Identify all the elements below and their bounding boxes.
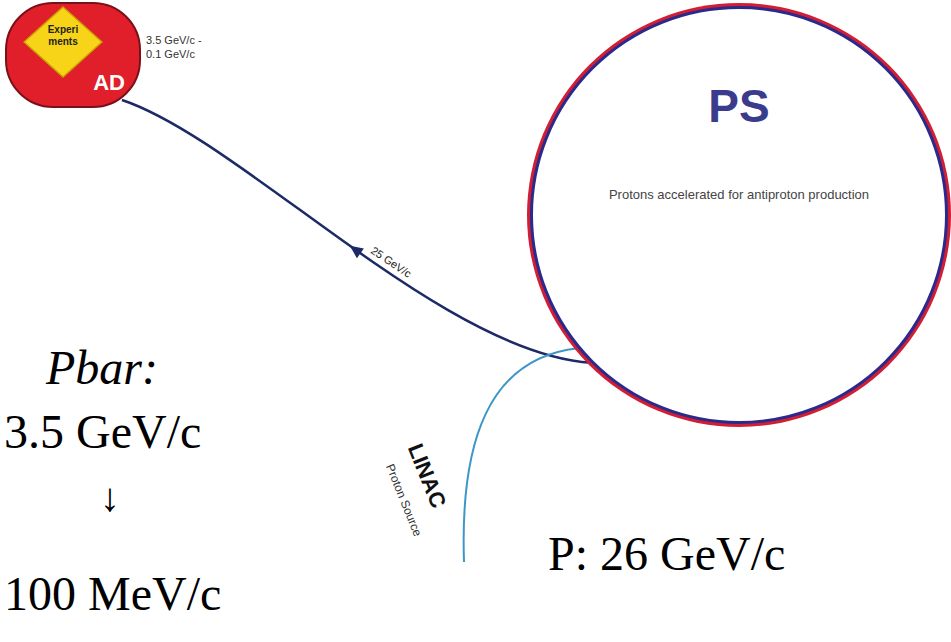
experiments-diamond: Experi ments [23,6,103,78]
ring-name: AD [93,70,125,96]
linac-source: LINACProton Source [372,432,456,602]
ad-ring: AD Experi ments [5,2,141,108]
arrow-symbol: ↓ [100,474,120,521]
big-label: 100 MeV/c [4,566,221,621]
node-label: Experi ments [43,24,83,48]
arrow-head [350,246,364,258]
big-label: P: 26 GeV/c [548,526,785,581]
ps-ring: PS Protons accelerated for antiproton pro… [530,6,948,424]
ring-name: PS [533,79,945,133]
big-label: 3.5 GeV/c [4,404,201,459]
momentum-range: 3.5 GeV/c - 0.1 GeV/c [146,34,210,62]
ring-caption: Protons accelerated for antiproton produ… [543,187,935,202]
big-label: Pbar: [46,340,158,395]
beam-line [122,100,591,363]
